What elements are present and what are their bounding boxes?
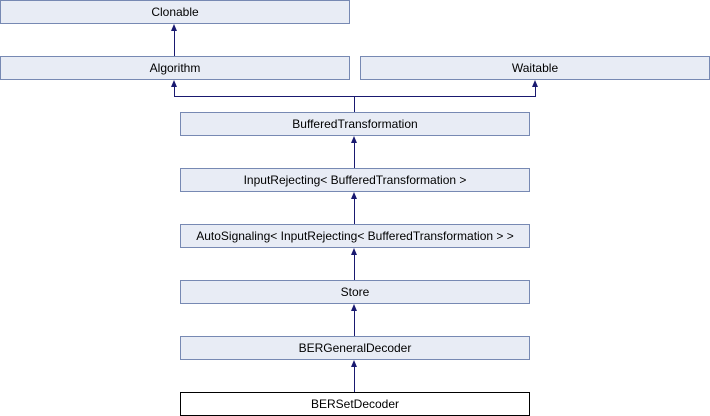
edge-bufferedtransformation-stem xyxy=(354,96,355,112)
arrowhead-to-algorithm xyxy=(171,80,177,87)
arrowhead-to-autosignaling xyxy=(351,248,357,255)
arrowhead-to-inputrejecting xyxy=(351,192,357,199)
edge-autosignaling-inputrejecting xyxy=(354,199,355,224)
arrowhead-to-clonable xyxy=(171,24,177,31)
class-node-autosignaling[interactable]: AutoSignaling< InputRejecting< BufferedT… xyxy=(180,224,530,248)
edge-branch-horizontal xyxy=(174,96,536,97)
edge-bergeneraldecoder-store xyxy=(354,311,355,336)
edge-store-autosignaling xyxy=(354,255,355,280)
arrowhead-to-store xyxy=(351,304,357,311)
edge-inputrejecting-bufferedtransformation xyxy=(354,143,355,168)
class-node-bufferedtransformation[interactable]: BufferedTransformation xyxy=(180,112,530,136)
arrowhead-to-bergeneraldecoder xyxy=(351,360,357,367)
arrowhead-to-bufferedtransformation xyxy=(351,136,357,143)
class-node-inputrejecting[interactable]: InputRejecting< BufferedTransformation > xyxy=(180,168,530,192)
edge-branch-left xyxy=(174,87,175,97)
class-node-bergeneraldecoder[interactable]: BERGeneralDecoder xyxy=(180,336,530,360)
class-node-clonable[interactable]: Clonable xyxy=(0,0,350,24)
edge-bersetdecoder-bergeneraldecoder xyxy=(354,367,355,392)
class-node-bersetdecoder-current: BERSetDecoder xyxy=(180,392,530,416)
arrowhead-to-waitable xyxy=(532,80,538,87)
edge-branch-right xyxy=(535,87,536,97)
class-node-waitable[interactable]: Waitable xyxy=(360,56,710,80)
class-node-algorithm[interactable]: Algorithm xyxy=(0,56,350,80)
class-node-store[interactable]: Store xyxy=(180,280,530,304)
edge-algorithm-clonable xyxy=(174,31,175,56)
